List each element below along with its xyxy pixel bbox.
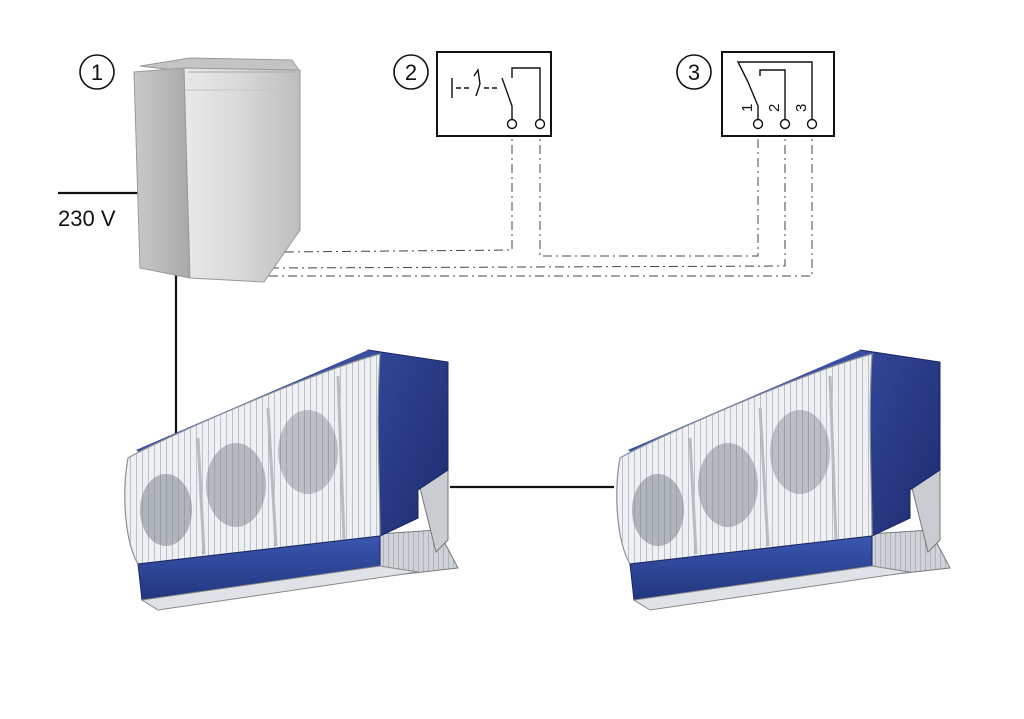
component-3-number: 3 xyxy=(688,60,700,85)
component-2-badge: 2 xyxy=(393,54,429,90)
air-curtain-unit-left-icon xyxy=(123,348,460,612)
wire-switch-b xyxy=(539,126,759,257)
component-3-badge: 3 xyxy=(676,54,712,90)
component-2-number: 2 xyxy=(405,60,417,85)
control-box-icon xyxy=(133,57,301,283)
switch-icon xyxy=(436,51,552,137)
air-curtain-unit-right-icon xyxy=(615,348,952,612)
wire-term-2 xyxy=(271,126,786,269)
wire-term-3 xyxy=(266,126,813,277)
supply-voltage-label: 230 V xyxy=(58,206,116,231)
component-1-badge: 1 xyxy=(79,54,115,90)
terminal-2-label: 2 xyxy=(766,104,783,112)
terminal-3-label: 3 xyxy=(793,104,810,112)
component-1-number: 1 xyxy=(91,60,103,85)
terminal-1-label: 1 xyxy=(739,104,756,112)
three-position-switch-icon: 1 2 3 xyxy=(721,51,835,137)
control-wiring xyxy=(266,126,813,277)
wire-switch-a xyxy=(277,126,513,253)
